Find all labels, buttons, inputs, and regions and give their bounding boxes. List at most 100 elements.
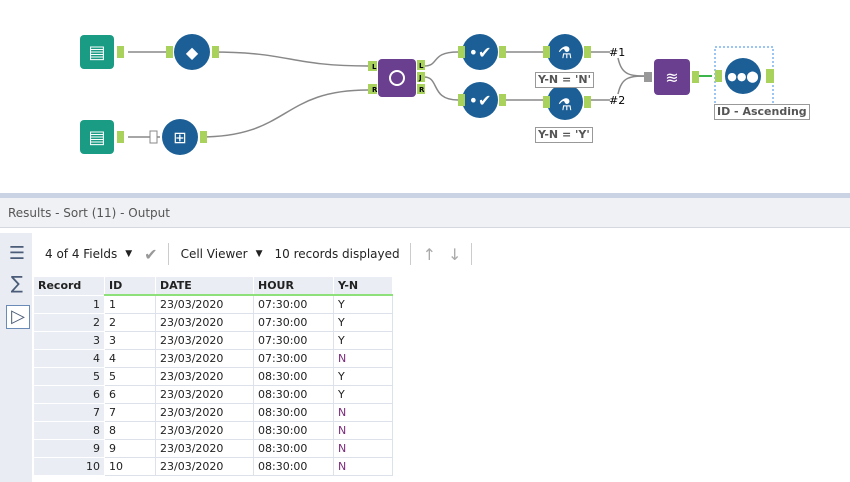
sum-icon[interactable]: ∑ <box>10 273 24 294</box>
date-cell[interactable]: 23/03/2020 <box>155 457 254 476</box>
id-cell[interactable]: 6 <box>104 385 156 404</box>
y-n-cell[interactable]: N <box>333 349 393 368</box>
union[interactable]: ≋ <box>644 59 699 95</box>
filter-2[interactable]: •✔ <box>458 82 506 118</box>
hour-cell[interactable]: 08:30:00 <box>253 403 334 422</box>
arrow-up-icon[interactable]: ↑ <box>422 244 437 264</box>
hour-cell[interactable]: 08:30:00 <box>253 457 334 476</box>
y-n-cell[interactable]: Y <box>333 313 393 332</box>
column-header-hour[interactable]: HOUR <box>253 276 334 296</box>
tag-icon[interactable]: ▷ <box>6 305 30 329</box>
date-cell[interactable]: 23/03/2020 <box>155 331 254 350</box>
id-cell[interactable]: 1 <box>104 294 156 314</box>
results-sidebar: ☰ ∑ ▷ <box>0 233 32 482</box>
record-cell[interactable]: 7 <box>33 403 105 422</box>
date-cell[interactable]: 23/03/2020 <box>155 313 254 332</box>
table-view-icon[interactable]: ☰ <box>8 243 26 264</box>
hour-cell[interactable]: 08:30:00 <box>253 385 334 404</box>
id-cell[interactable]: 4 <box>104 349 156 368</box>
y-n-cell[interactable]: Y <box>333 331 393 350</box>
sort[interactable]: ●●⬤ <box>715 58 774 94</box>
column-header-y-n[interactable]: Y-N <box>333 276 393 296</box>
divider <box>409 243 411 265</box>
tool-4[interactable]: ⊞ <box>149 119 207 155</box>
hour-cell[interactable]: 08:30:00 <box>253 439 334 458</box>
fields-dropdown[interactable]: 4 of 4 Fields▼ <box>45 247 132 261</box>
panel-splitter[interactable] <box>0 193 850 198</box>
y-n-cell[interactable]: N <box>333 457 393 476</box>
record-cell[interactable]: 5 <box>33 367 105 386</box>
cell-viewer-dropdown[interactable]: Cell Viewer▼ <box>181 247 263 261</box>
record-cell[interactable]: 4 <box>33 349 105 368</box>
hour-cell[interactable]: 08:30:00 <box>253 367 334 386</box>
header-row: Record ID DATE HOUR Y-N <box>33 276 393 296</box>
flask-icon: ⚗ <box>558 95 572 114</box>
id-cell[interactable]: 5 <box>104 367 156 386</box>
y-n-cell[interactable]: N <box>333 403 393 422</box>
input-data-2[interactable]: ▤ <box>80 120 124 154</box>
record-cell[interactable]: 2 <box>33 313 105 332</box>
y-n-cell[interactable]: N <box>333 421 393 440</box>
id-cell[interactable]: 2 <box>104 313 156 332</box>
divider <box>471 243 473 265</box>
record-cell[interactable]: 9 <box>33 439 105 458</box>
hour-cell[interactable]: 07:30:00 <box>253 349 334 368</box>
filter-1[interactable]: •✔ <box>458 34 506 70</box>
formula-1-annotation: Y-N = 'N' <box>535 72 594 88</box>
record-cell[interactable]: 8 <box>33 421 105 440</box>
y-n-cell[interactable]: N <box>333 439 393 458</box>
id-cell[interactable]: 10 <box>104 457 156 476</box>
date-cell[interactable]: 23/03/2020 <box>155 385 254 404</box>
tool-2[interactable]: ◆ <box>166 34 219 70</box>
date-cell[interactable]: 23/03/2020 <box>155 367 254 386</box>
check-icon: •✔ <box>469 91 492 110</box>
y-n-cell[interactable]: Y <box>333 367 393 386</box>
plus-doc-icon: ⊞ <box>173 128 186 147</box>
date-cell[interactable]: 23/03/2020 <box>155 421 254 440</box>
anchor-r: R <box>372 86 378 94</box>
book-icon: ▤ <box>88 42 105 63</box>
y-n-cell[interactable]: Y <box>333 294 393 314</box>
hour-cell[interactable]: 08:30:00 <box>253 421 334 440</box>
anchor-r-out: R <box>419 86 425 94</box>
anchor-l-out: L <box>419 62 424 70</box>
date-cell[interactable]: 23/03/2020 <box>155 349 254 368</box>
hour-cell[interactable]: 07:30:00 <box>253 294 334 314</box>
apply-check-icon[interactable]: ✔ <box>144 244 158 264</box>
id-cell[interactable]: 9 <box>104 439 156 458</box>
hour-cell[interactable]: 07:30:00 <box>253 313 334 332</box>
column-header-record[interactable]: Record <box>33 276 105 296</box>
arrow-down-icon[interactable]: ↓ <box>448 244 462 264</box>
id-cell[interactable]: 7 <box>104 403 156 422</box>
column-header-id[interactable]: ID <box>104 276 156 296</box>
date-cell[interactable]: 23/03/2020 <box>155 294 254 314</box>
y-n-cell[interactable]: Y <box>333 385 393 404</box>
id-cell[interactable]: 8 <box>104 421 156 440</box>
column-header-date[interactable]: DATE <box>155 276 254 296</box>
date-cell[interactable]: 23/03/2020 <box>155 403 254 422</box>
chevron-down-icon: ▼ <box>125 249 133 259</box>
record-cell[interactable]: 6 <box>33 385 105 404</box>
formula-1[interactable]: ⚗ <box>543 34 591 70</box>
id-cell[interactable]: 3 <box>104 331 156 350</box>
flask-icon: ⚗ <box>558 43 572 62</box>
record-cell[interactable]: 3 <box>33 331 105 350</box>
record-cell[interactable]: 1 <box>33 294 105 314</box>
hour-cell[interactable]: 07:30:00 <box>253 331 334 350</box>
date-cell[interactable]: 23/03/2020 <box>155 439 254 458</box>
formula-2[interactable]: ⚗ <box>543 84 591 120</box>
record-cell[interactable]: 10 <box>33 457 105 476</box>
sort-annotation: ID - Ascending <box>714 104 810 120</box>
book-icon: ▤ <box>88 127 105 148</box>
input-data-1[interactable]: ▤ <box>80 35 124 69</box>
divider <box>167 243 169 265</box>
